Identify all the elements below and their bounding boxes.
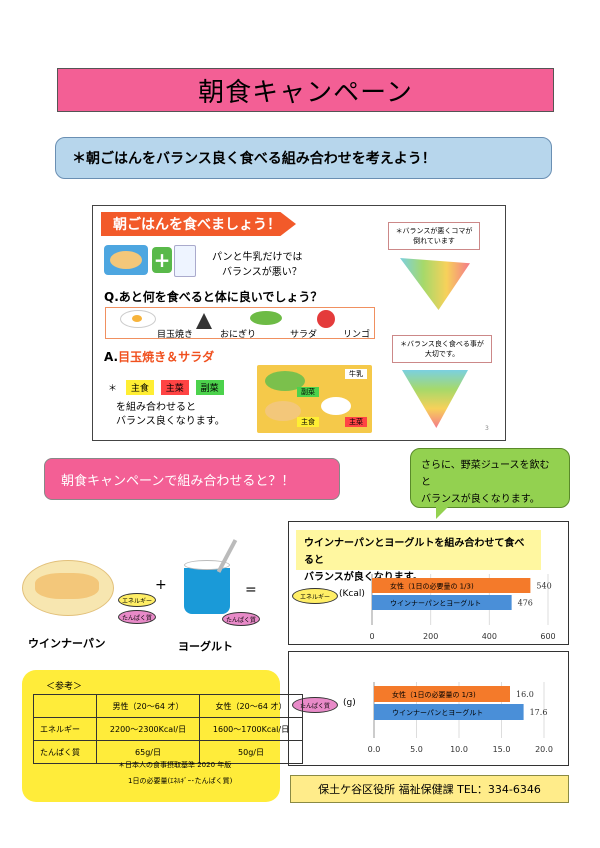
campaign-question-box: 朝食キャンペーンで組み合わせると？！: [44, 458, 340, 500]
bar-series-label: 女性（1日の必要量の 1/3): [390, 582, 474, 591]
tag-side: 副菜: [195, 380, 224, 395]
tick-label: 15.0: [493, 745, 511, 754]
table-label-energy: エネルギー: [33, 717, 97, 741]
options-box: [105, 307, 375, 339]
tags-row: ＊ 主食 主菜 副菜: [108, 380, 228, 395]
data-label: 16.0: [516, 690, 534, 699]
oval-protein-yogurt: たんぱく質: [222, 612, 260, 626]
option-label-3: サラダ: [290, 330, 318, 340]
bar: [372, 578, 531, 593]
sausage-bread-illustration: [22, 560, 114, 616]
apple-icon: [317, 310, 335, 328]
plus-sign: +: [155, 577, 167, 593]
table-cell-energy-male: 2200～2300Kcal/日: [96, 717, 200, 741]
equals-sign: =: [245, 582, 257, 598]
tick-label: 400: [482, 632, 497, 641]
table-row: エネルギー 2200～2300Kcal/日 1600～1700Kcal/日: [33, 717, 303, 741]
option-label-1: 目玉焼き: [157, 330, 194, 340]
contact-text: 保土ケ谷区役所 福祉保健課 TEL：334-6346: [318, 783, 541, 796]
combine-text-1: を組み合わせると: [116, 402, 196, 413]
answer-line: A.目玉焼き＆サラダ: [104, 348, 214, 365]
note-good-balance: ＊バランス良く食べる事が大切です。: [392, 335, 492, 363]
option-label-4: リンゴ: [343, 330, 371, 340]
table-row: たんぱく質 65g/日 50g/日: [33, 740, 303, 764]
bread-milk-illustration: +: [104, 245, 196, 277]
energy-chart: 0 200 400 600 女性（1日の必要量の 1/3) 540 ウインナーパンとヨーグル…: [369, 574, 556, 641]
table-cell-energy-female: 1600～1700Kcal/日: [199, 717, 303, 741]
bar-series-label: 女性（1日の必要量の 1/3): [392, 690, 476, 699]
option-label-2: おにぎり: [220, 330, 257, 340]
bubble-text-2: バランスが良くなります。: [421, 494, 540, 505]
table-header-female: 女性（20～64 才）: [199, 694, 303, 718]
tick-label: 20.0: [535, 745, 553, 754]
tick-label: 0.0: [368, 745, 381, 754]
tag-main: 主菜: [160, 380, 189, 395]
tick-label: 0: [369, 632, 374, 641]
bar: [374, 704, 524, 720]
salad-icon: [250, 311, 282, 325]
energy-unit: (Kcal): [339, 589, 365, 599]
chart-intro: ウインナーパンとヨーグルトを組み合わせて食べると バランスが良くなります。: [296, 530, 541, 583]
food-label-bread: ウインナーパン: [28, 637, 106, 650]
question-text: Q.あと何を食べると体に良いでしょう？: [104, 290, 323, 304]
data-label: 17.6: [530, 708, 548, 717]
table-header-male: 男性（20～64 才）: [96, 694, 200, 718]
protein-unit: (g): [343, 698, 356, 708]
tag-asterisk: ＊: [108, 384, 118, 394]
plus-icon: +: [152, 247, 172, 273]
tray-label-staple: 主食: [297, 417, 319, 427]
bar: [374, 686, 510, 702]
tag-staple: 主食: [125, 380, 154, 395]
food-label-yogurt: ヨーグルト: [178, 640, 233, 653]
bread-milk-text-2: バランスが悪い？: [222, 267, 302, 278]
reference-table: 男性（20～64 才） 女性（20～64 才） エネルギー 2200～2300K…: [33, 694, 303, 764]
tray-label-side: 副菜: [297, 387, 319, 397]
chart-intro-1: ウインナーパンとヨーグルトを組み合わせて食べると: [304, 538, 525, 566]
bread-milk-text-1: パンと牛乳だけでは: [212, 252, 303, 263]
reference-note-2: 1日の必要量(ｴﾈﾙｷﾞｰ･たんぱく質): [128, 777, 233, 785]
contact-box: 保土ケ谷区役所 福祉保健課 TEL：334-6346: [290, 775, 569, 803]
table-row: 男性（20～64 才） 女性（20～64 才）: [33, 694, 303, 718]
bubble-tail: [436, 505, 450, 519]
reference-note-1: ＊日本人の食事摂取基準 2020 年版: [118, 761, 232, 769]
tray-label-milk: 牛乳: [345, 369, 367, 379]
protein-chart: 0.0 5.0 10.0 15.0 20.0 女性（1日の必要量の 1/3) 16.0 ウイン…: [368, 682, 553, 754]
fried-egg-icon: [120, 310, 156, 328]
panel-page-number: 3: [485, 425, 489, 432]
breakfast-tray: 副菜 牛乳 主食 主菜: [257, 365, 372, 433]
bar-series-label: ウインナーパンとヨーグルト: [392, 708, 483, 717]
oval-energy-bread: エネルギー: [118, 593, 156, 607]
data-label: 540: [536, 582, 551, 591]
subtitle-banner: ＊朝ごはんをバランス良く食べる組み合わせを考えよう！: [55, 137, 552, 179]
answer-text: 目玉焼き＆サラダ: [118, 350, 215, 364]
note-bad-balance: ＊バランスが悪くコマが倒れています: [388, 222, 480, 250]
tick-label: 200: [423, 632, 438, 641]
energy-oval-label: エネルギー: [292, 588, 338, 604]
oval-protein-bread: たんぱく質: [118, 610, 156, 624]
table-cell-empty: [33, 694, 97, 718]
vegetable-juice-bubble: さらに、野菜ジュースを飲むと バランスが良くなります。: [410, 448, 570, 508]
table-label-protein: たんぱく質: [33, 740, 97, 764]
panel-banner: 朝ごはんを食べましょう！: [101, 212, 296, 236]
data-label: 476: [518, 599, 533, 608]
page-title: 朝食キャンペーン: [198, 77, 413, 108]
combine-text-2: バランス良くなります。: [116, 416, 225, 427]
campaign-question: 朝食キャンペーンで組み合わせると？！: [61, 473, 295, 489]
tick-label: 10.0: [450, 745, 468, 754]
tick-label: 5.0: [410, 745, 423, 754]
tray-label-main: 主菜: [345, 417, 367, 427]
bar-series-label: ウインナーパンとヨーグルト: [390, 599, 481, 608]
title-banner: 朝食キャンペーン: [57, 68, 554, 112]
tick-label: 600: [540, 632, 555, 641]
answer-prefix: A.: [104, 350, 119, 364]
table-cell-protein-male: 65g/日: [96, 740, 200, 764]
table-cell-protein-female: 50g/日: [199, 740, 303, 764]
bar: [372, 595, 512, 610]
page-subtitle: ＊朝ごはんをバランス良く食べる組み合わせを考えよう！: [72, 151, 436, 167]
yogurt-illustration: [184, 560, 230, 614]
bubble-text-1: さらに、野菜ジュースを飲むと: [421, 460, 550, 488]
reference-heading: ＜参考＞: [46, 682, 83, 692]
chart-intro-2: バランスが良くなります。: [304, 572, 423, 583]
